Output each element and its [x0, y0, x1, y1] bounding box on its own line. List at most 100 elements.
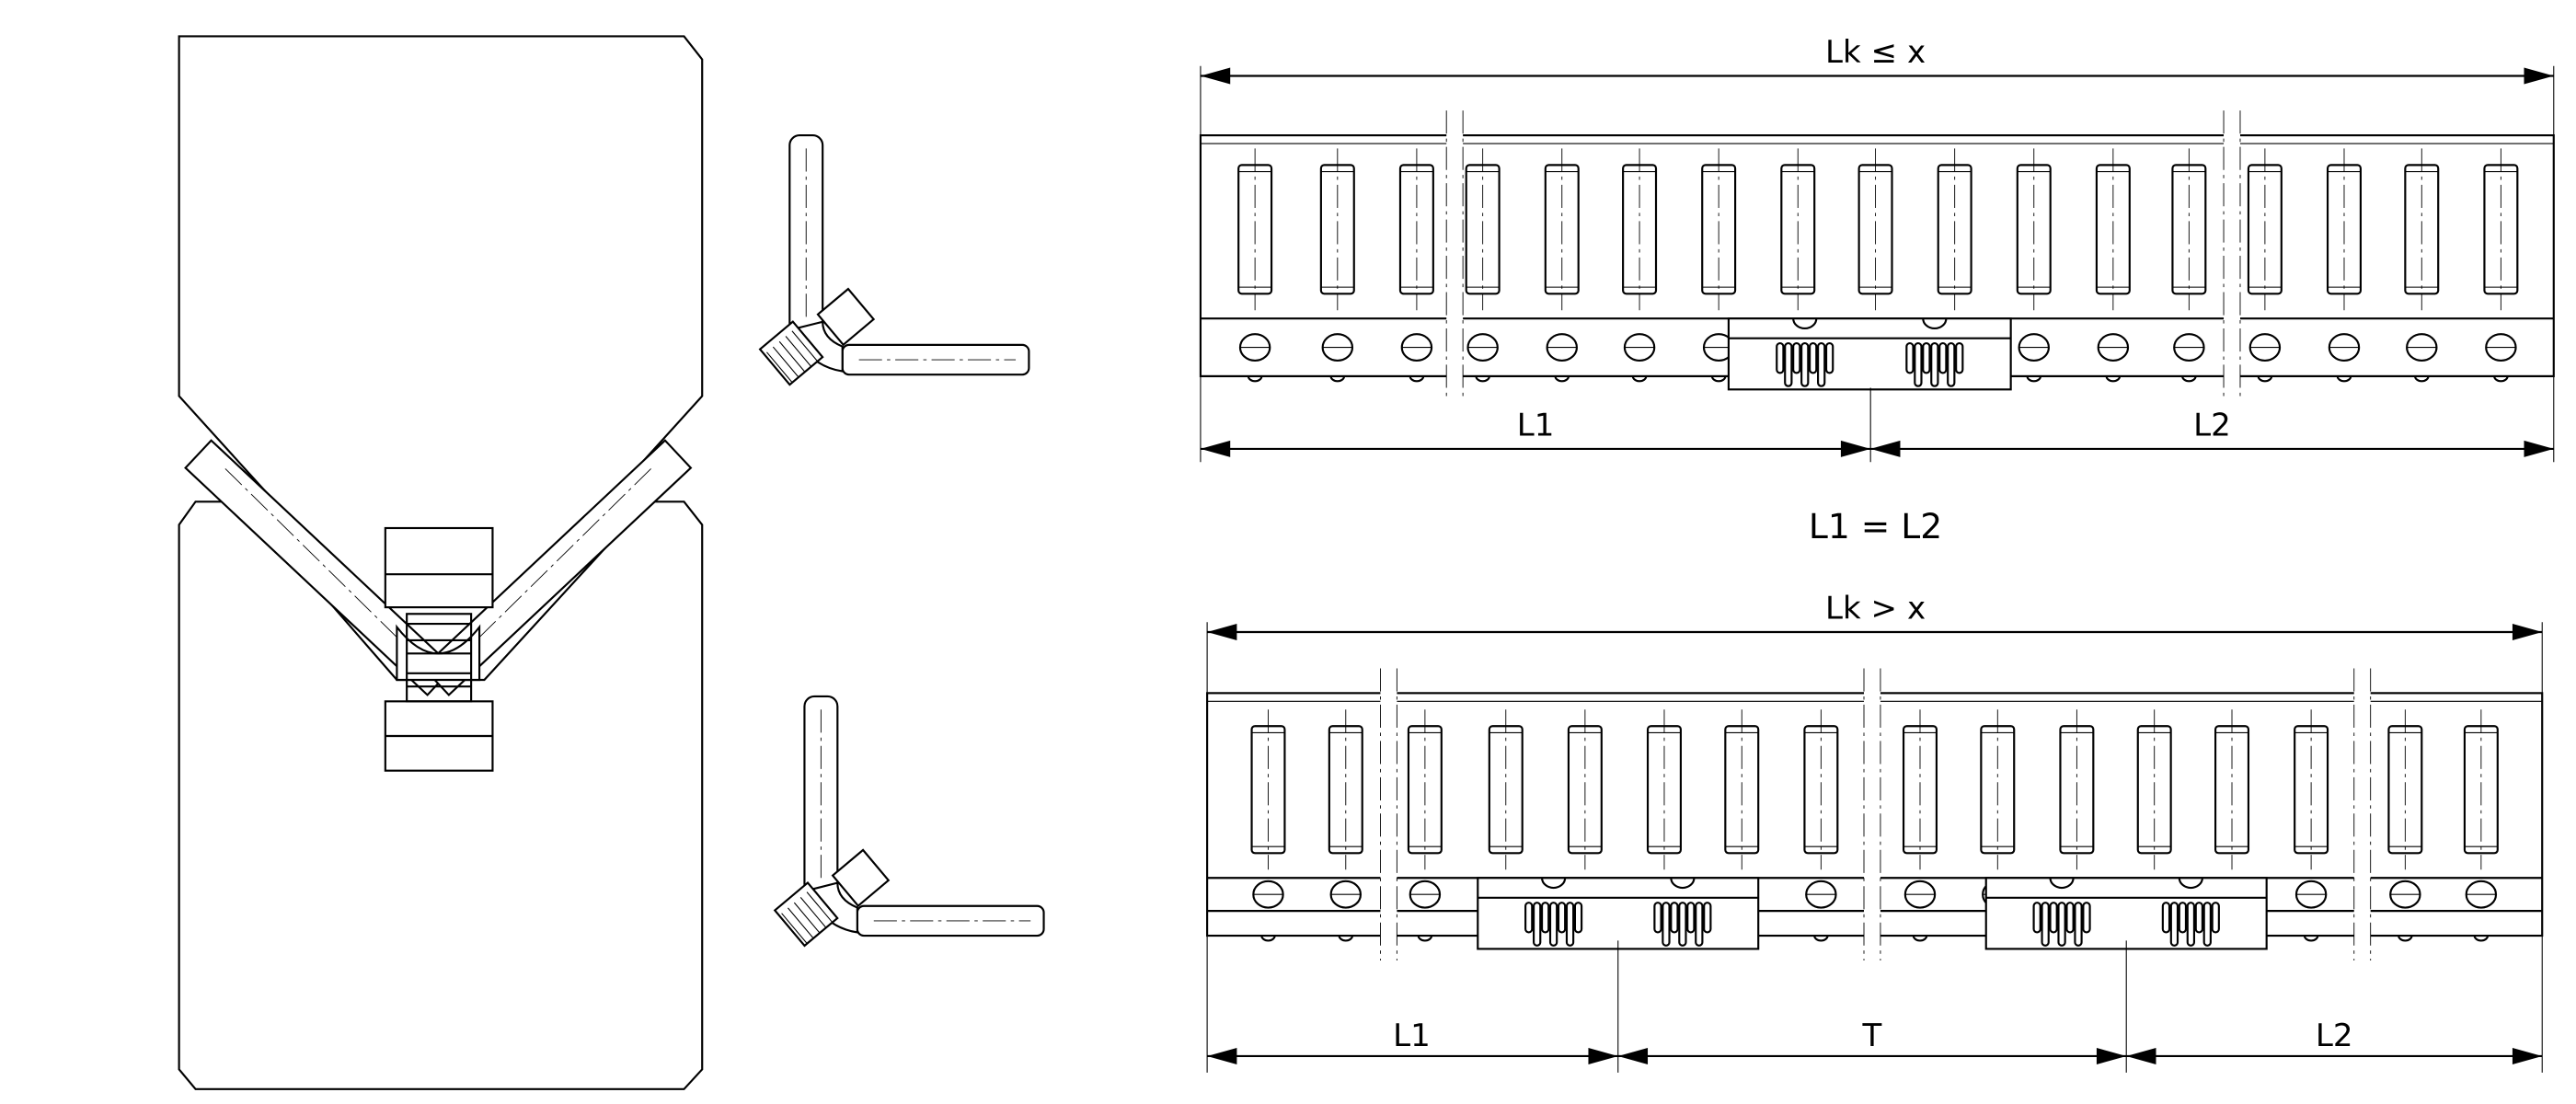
drive-gear-top	[816, 287, 876, 347]
rivet	[2336, 375, 2352, 383]
rivet	[2398, 935, 2413, 942]
belt-arm-right-fill	[424, 442, 690, 694]
gear-tooth	[1947, 342, 1956, 387]
rivet	[2181, 375, 2197, 383]
center-line	[224, 468, 414, 654]
dim-t-arrow-left	[1617, 1048, 1649, 1064]
rivet	[2414, 375, 2430, 383]
dim-t-arrow-right	[2096, 1048, 2127, 1064]
dim-l1-bottom-arrow-left	[1207, 1048, 1237, 1064]
gear-tooth	[2186, 902, 2196, 947]
rivet	[2026, 375, 2042, 383]
belt-assembly-single-drive	[1199, 110, 2555, 401]
rivet	[1912, 935, 1928, 942]
drive-carriage	[1477, 877, 1760, 950]
break-gap	[2224, 110, 2240, 401]
dimension-label-lk-le-x: Lk ≤ x	[1825, 34, 1926, 71]
dimension-lines	[1200, 65, 2555, 1073]
upper-roller-housing	[384, 526, 494, 609]
dim-lk-top-arrow-left	[1200, 67, 1231, 85]
dim-lk-bottom-arrow-left	[1207, 624, 1237, 640]
dim-l2-top-arrow-left	[1870, 440, 1901, 457]
gear-tooth	[806, 891, 834, 923]
gear-tooth	[1686, 902, 1696, 934]
gear-tooth	[1930, 342, 1939, 387]
gear-tooth	[788, 907, 814, 939]
gear-tooth	[1914, 342, 1923, 387]
gear-hub	[1540, 878, 1567, 890]
gear-tooth	[766, 351, 793, 384]
gear-tooth	[1784, 342, 1793, 387]
drive-gear-top	[758, 320, 824, 386]
gear-tooth	[1548, 902, 1558, 947]
gear-tooth	[1824, 342, 1834, 374]
gear-tooth	[785, 336, 812, 367]
rivet	[1338, 935, 1354, 942]
gear-tooth	[1955, 342, 1964, 374]
center-line	[462, 468, 651, 654]
dim-lk-bottom-arrow-right	[2512, 624, 2543, 640]
gear-tooth	[791, 330, 819, 362]
break-gap	[2353, 668, 2371, 960]
gear-tooth	[1922, 342, 1931, 374]
rivet	[2473, 935, 2490, 942]
dim-l2-bottom-arrow-left	[2126, 1048, 2156, 1064]
gear-tooth	[1653, 902, 1662, 934]
gear-tooth	[2169, 902, 2179, 947]
dim-lk-top-arrow-right	[2524, 67, 2554, 85]
rivet	[1260, 935, 1276, 942]
gear-tooth	[1703, 902, 1712, 934]
gear-tooth	[2065, 902, 2075, 934]
dimension-label-l2-top: L2	[2193, 408, 2231, 444]
gear-tooth	[781, 913, 808, 944]
dim-l1-top-arrow-right	[1840, 440, 1871, 457]
gear-tooth	[1565, 902, 1575, 947]
gear-tooth	[2211, 902, 2220, 934]
roller-core	[406, 613, 473, 703]
gear-tooth	[793, 902, 821, 934]
front-view-v-belt	[178, 35, 704, 1090]
dim-l2-top-arrow-right	[2524, 440, 2554, 457]
gear-tooth	[2049, 902, 2058, 934]
rivet	[1247, 375, 1263, 383]
gear-tooth	[2178, 902, 2188, 934]
gear-hub	[2049, 878, 2075, 890]
gear-tooth	[1662, 902, 1671, 947]
drive-gear-bottom	[831, 848, 891, 908]
rivet	[1329, 375, 1346, 383]
condition-label: L1 = L2	[1809, 506, 1942, 546]
rivet	[2105, 375, 2122, 383]
gear-tooth	[1695, 902, 1704, 947]
gear-tooth	[2074, 902, 2083, 947]
gear-hub	[1670, 878, 1696, 890]
belt-arm-left-fill	[187, 442, 453, 694]
gear-tooth	[1776, 342, 1785, 374]
dimension-label-l1-bottom: L1	[1393, 1018, 1431, 1054]
gear-tooth	[2082, 902, 2091, 934]
gear-tooth	[2194, 902, 2203, 934]
carriage-housing	[1727, 317, 2012, 391]
gear-tooth	[1678, 902, 1687, 947]
drive-carriage	[1727, 317, 2012, 391]
side-views	[758, 134, 1045, 948]
rivet	[2493, 375, 2509, 383]
gear-tooth	[1905, 342, 1915, 374]
rivet	[1631, 375, 1648, 383]
carriage-housing	[1477, 877, 1760, 950]
gear-tooth	[2057, 902, 2066, 947]
gear-tooth	[1524, 902, 1534, 934]
dimension-label-l2-bottom: L2	[2316, 1018, 2353, 1054]
belt-assembly-double-drive	[1206, 668, 2544, 960]
dim-l2-bottom-arrow-right	[2512, 1048, 2543, 1064]
gear-tooth	[1557, 902, 1567, 934]
carriage-housing	[1984, 877, 2268, 950]
rivet	[1475, 375, 1490, 383]
rivet	[1710, 375, 1727, 383]
dimension-label-l1-top: L1	[1517, 408, 1555, 444]
gear-tooth	[1938, 342, 1948, 374]
gear-tooth	[1817, 342, 1826, 387]
dim-l1-bottom-arrow-right	[1588, 1048, 1618, 1064]
gear-tooth	[1800, 342, 1810, 387]
